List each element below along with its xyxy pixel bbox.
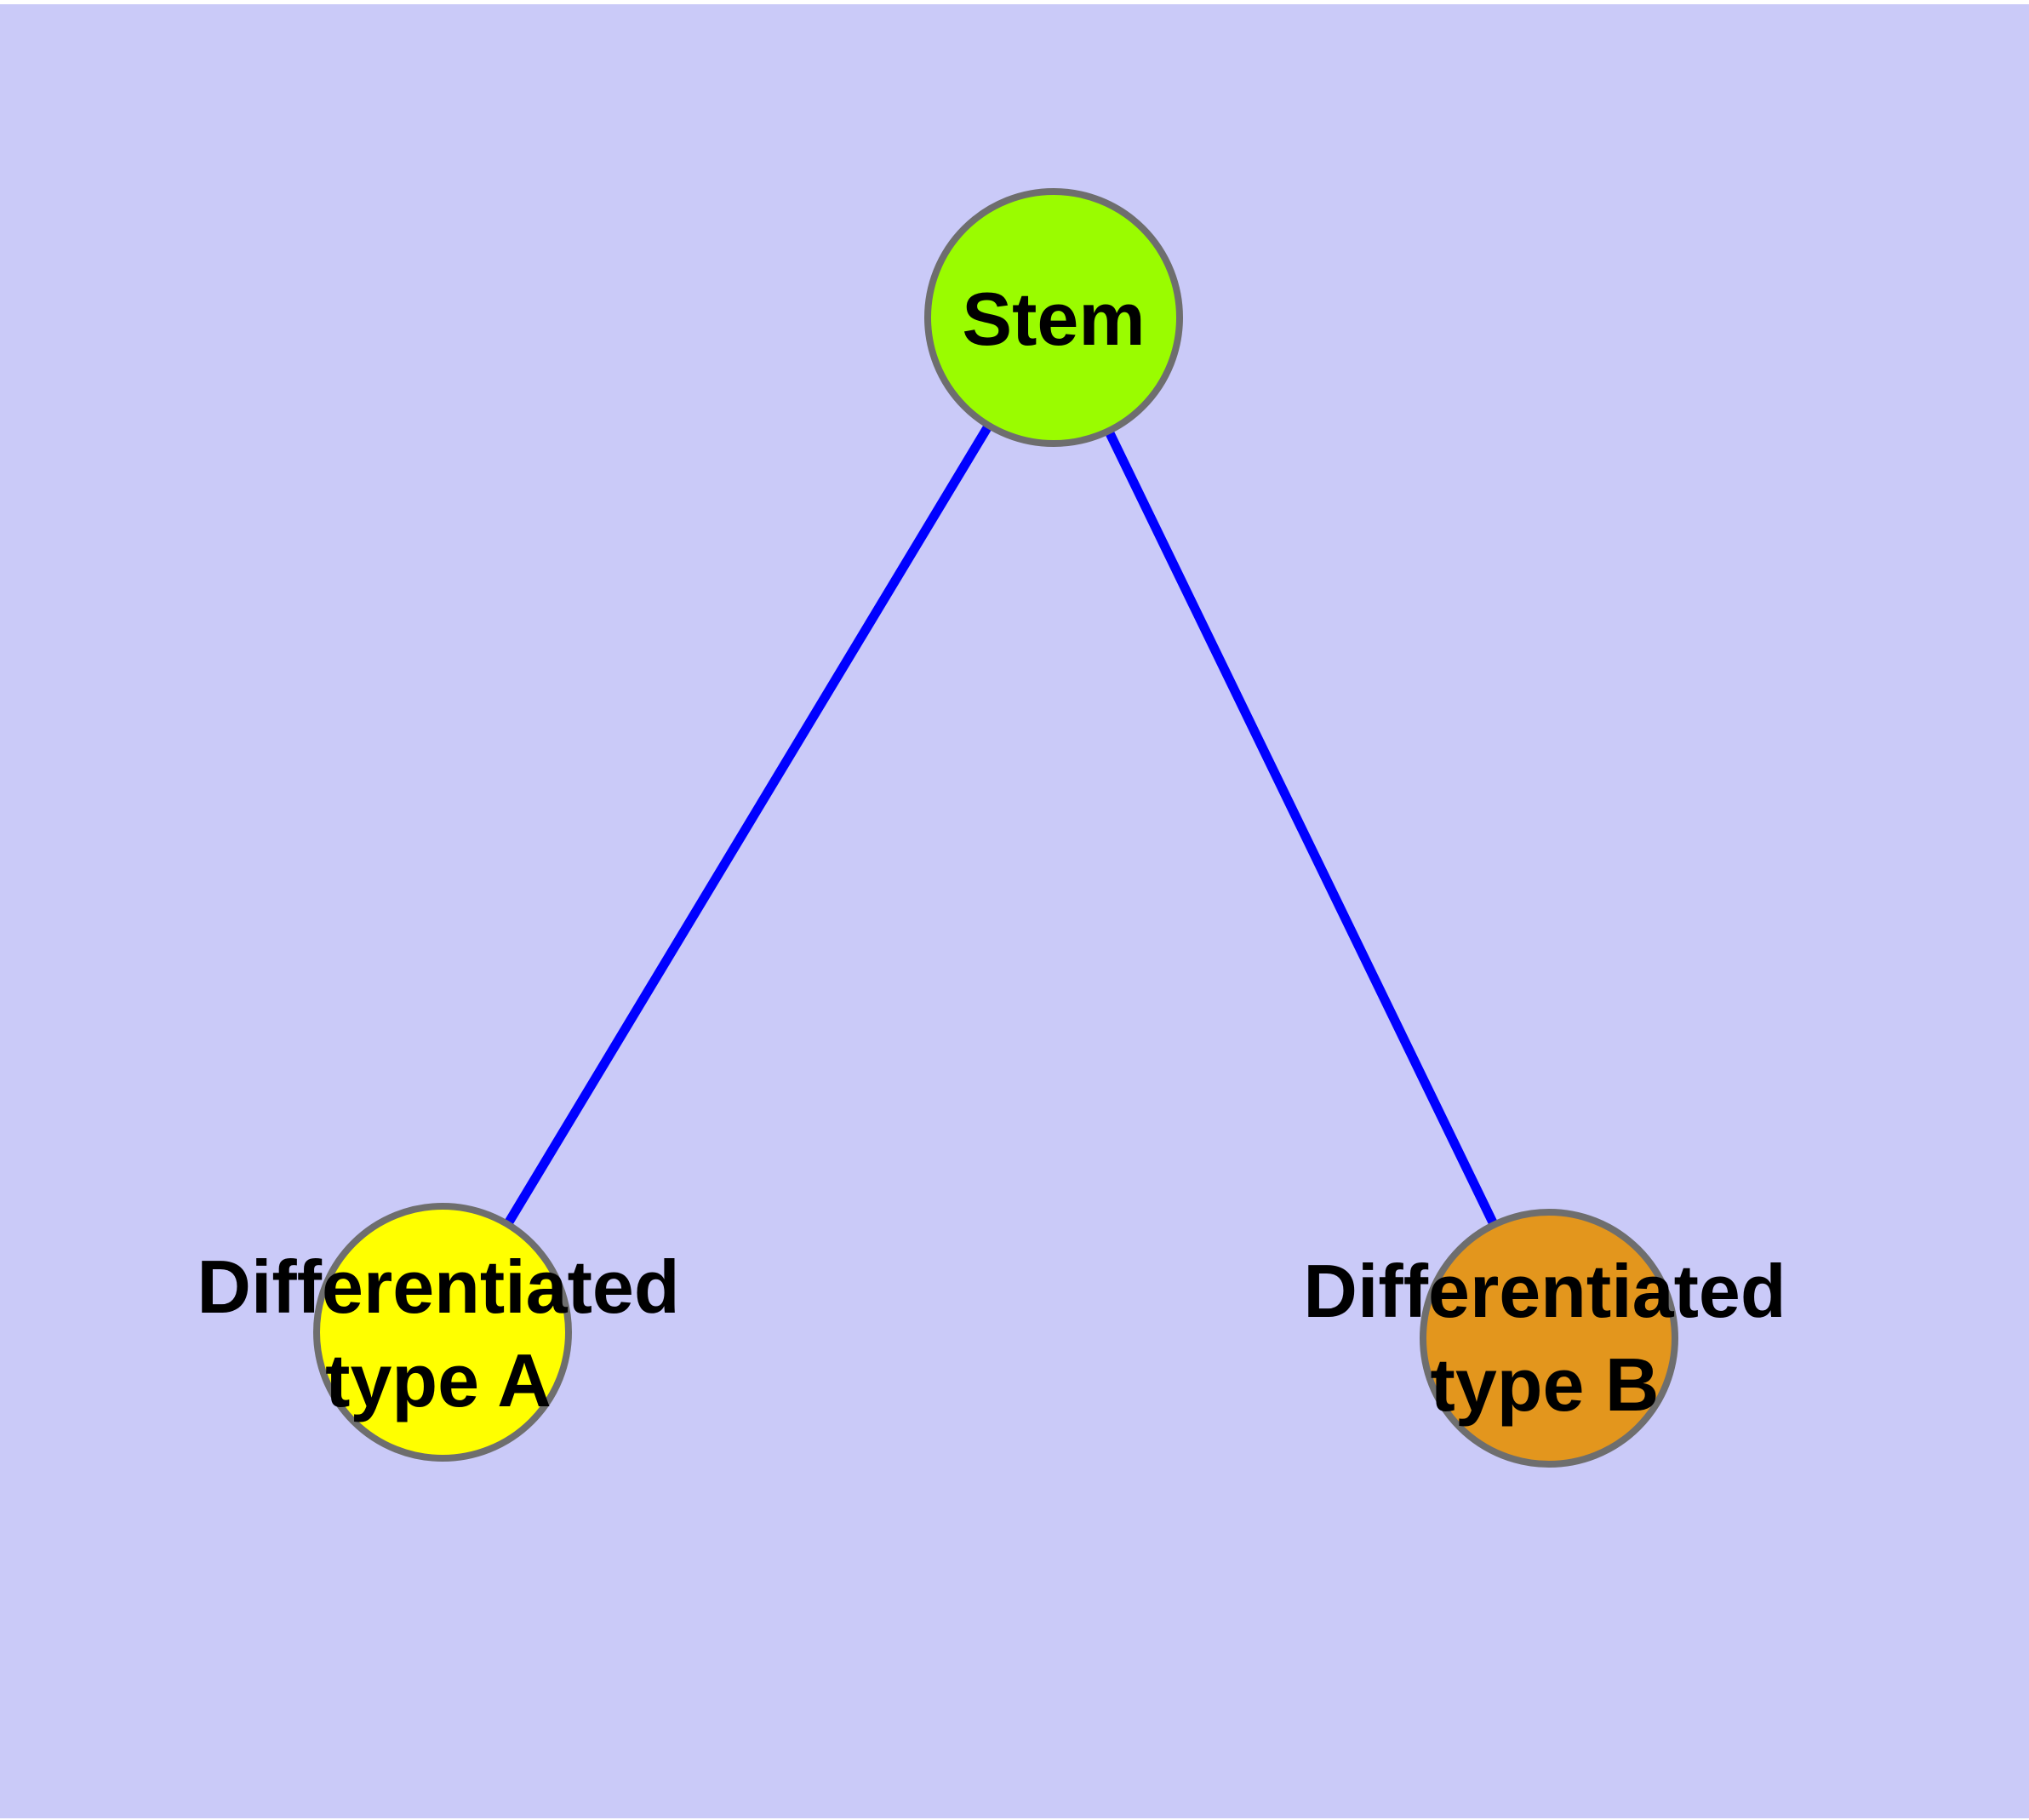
node-stem-circle <box>924 188 1183 447</box>
node-differentiated-type-a-circle <box>313 1203 572 1462</box>
node-differentiated-type-b-circle <box>1420 1209 1678 1468</box>
edge-stem-to-type-a <box>438 315 1058 1335</box>
graph-canvas: Stem Differentiated type A Differentiate… <box>0 4 2029 1818</box>
edge-stem-to-type-b <box>1049 315 1553 1341</box>
graph-svg <box>313 188 1678 1468</box>
